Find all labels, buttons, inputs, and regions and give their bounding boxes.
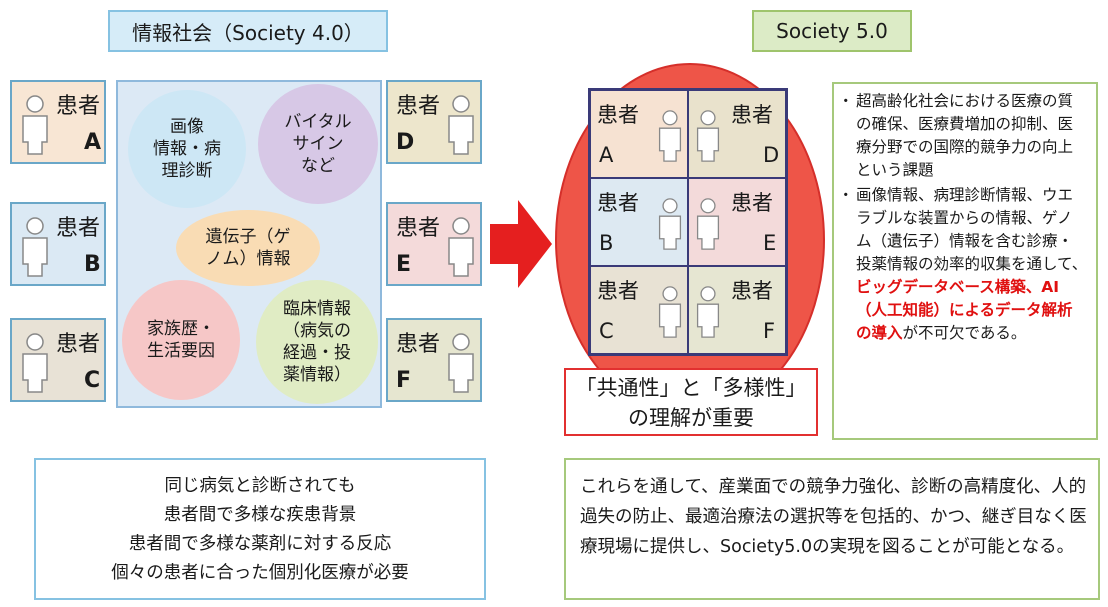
bubble-vital-signs: バイタル サイン など	[258, 84, 378, 204]
society5-explanation: 超高齢化社会における医療の質の確保、医療費増加の抑制、医療分野での国際的競争力の…	[832, 82, 1098, 440]
patient-card-c: 患者 C	[10, 318, 106, 402]
patient-label: 患者	[597, 279, 639, 303]
patient-label: 患者	[731, 103, 773, 127]
patient-card-a: 患者 A	[10, 80, 106, 164]
grid-cell-d: 患者 D	[688, 90, 786, 178]
explanation-item-2: 画像情報、病理診断情報、ウエラブルな装置からの情報、ゲノム（遺伝子）情報を含む診…	[838, 184, 1088, 345]
patient-letter: A	[84, 130, 102, 155]
bubble-genome: 遺伝子（ゲ ノム）情報	[176, 210, 320, 286]
patient-letter: D	[763, 143, 780, 167]
patient-card-d: 患者 D	[386, 80, 482, 164]
commonality-line-1: 「共通性」と「多様性」	[575, 376, 807, 400]
arrow-right-icon	[490, 200, 552, 288]
patient-label: 患者	[56, 94, 101, 119]
grid-cell-c: 患者 C	[590, 266, 688, 354]
person-icon	[696, 198, 720, 250]
person-icon	[696, 286, 720, 338]
person-icon	[448, 217, 474, 277]
patient-label: 患者	[396, 94, 441, 119]
patient-grid: 患者 A 患者 D 患者 B 患者 E 患者 C	[588, 88, 788, 356]
patient-label: 患者	[56, 216, 101, 241]
explanation-item-1: 超高齢化社会における医療の質の確保、医療費増加の抑制、医療分野での国際的競争力の…	[838, 90, 1088, 182]
commonality-diversity-box: 「共通性」と「多様性」 の理解が重要	[564, 368, 818, 436]
patient-label: 患者	[597, 103, 639, 127]
person-icon	[696, 110, 720, 162]
patient-label: 患者	[731, 191, 773, 215]
summary-line: 患者間で多様な疾患背景	[163, 505, 357, 525]
diversity-summary: 同じ病気と診断されても 患者間で多様な疾患背景 患者間で多様な薬剤に対する反応 …	[34, 458, 486, 600]
patient-letter: F	[396, 368, 412, 393]
grid-cell-b: 患者 B	[590, 178, 688, 266]
patient-letter: B	[84, 252, 101, 277]
person-icon	[448, 333, 474, 393]
summary-line: 同じ病気と診断されても	[164, 476, 356, 496]
patient-letter: C	[599, 319, 614, 343]
patient-card-f: 患者 F	[386, 318, 482, 402]
person-icon	[22, 217, 48, 277]
patient-label: 患者	[56, 332, 101, 357]
bubble-family-history: 家族歴・ 生活要因	[122, 280, 240, 400]
commonality-line-2: の理解が重要	[628, 406, 754, 430]
patient-label: 患者	[396, 332, 441, 357]
person-icon	[448, 95, 474, 155]
society5-title: Society 5.0	[752, 10, 912, 52]
explanation-text: 画像情報、病理診断情報、ウエラブルな装置からの情報、ゲノム（遺伝子）情報を含む診…	[856, 186, 1088, 273]
patient-letter: E	[763, 231, 777, 255]
person-icon	[22, 333, 48, 393]
grid-cell-f: 患者 F	[688, 266, 786, 354]
patient-letter: A	[599, 143, 614, 167]
patient-label: 患者	[396, 216, 441, 241]
patient-card-e: 患者 E	[386, 202, 482, 286]
bubble-clinical-info: 臨床情報 （病気の 経過・投 薬情報）	[256, 280, 378, 404]
person-icon	[22, 95, 48, 155]
person-icon	[658, 110, 682, 162]
explanation-highlight: ビッグデータベース構築、AI（人工知能）によるデータ解析の導入	[856, 278, 1073, 342]
society4-title: 情報社会（Society 4.0）	[108, 10, 388, 52]
summary-line: 患者間で多様な薬剤に対する反応	[128, 534, 392, 554]
summary-line: 個々の患者に合った個別化医療が必要	[111, 563, 409, 583]
patient-letter: E	[396, 252, 412, 277]
patient-letter: F	[763, 319, 776, 343]
patient-label: 患者	[597, 191, 639, 215]
society5-conclusion: これらを通して、産業面での競争力強化、診断の高精度化、人的過失の防止、最適治療法…	[564, 458, 1100, 600]
grid-cell-e: 患者 E	[688, 178, 786, 266]
patient-letter: B	[599, 231, 614, 255]
patient-letter: C	[84, 368, 101, 393]
patient-letter: D	[396, 130, 415, 155]
explanation-text-end: が不可欠である。	[902, 324, 1027, 342]
patient-card-b: 患者 B	[10, 202, 106, 286]
bubble-image-pathology: 画像 情報・病 理診断	[128, 90, 246, 208]
patient-label: 患者	[731, 279, 773, 303]
person-icon	[658, 286, 682, 338]
person-icon	[658, 198, 682, 250]
grid-cell-a: 患者 A	[590, 90, 688, 178]
